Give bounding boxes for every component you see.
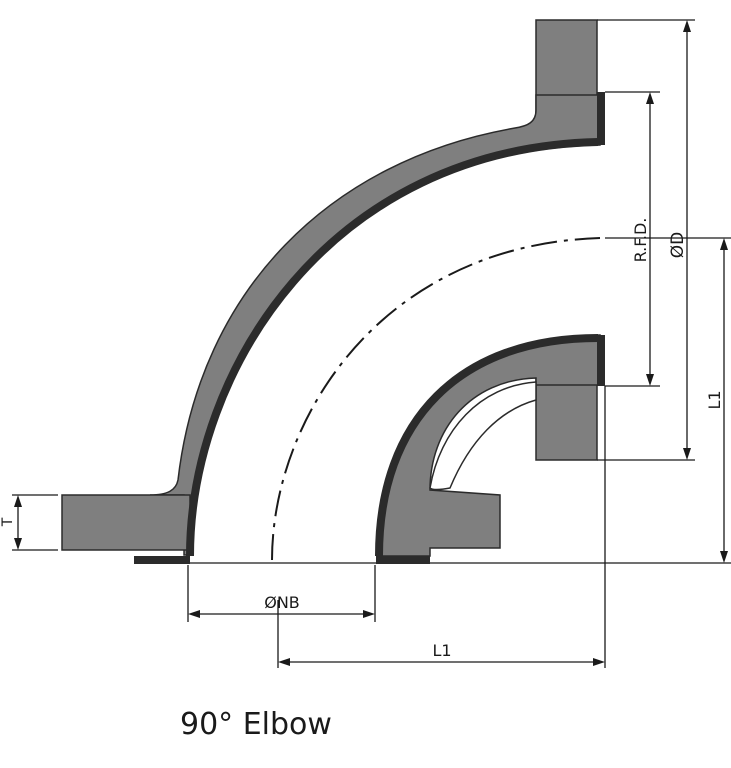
rfd-dimension: R.F.D. [605,91,660,387]
diagram-title: 90° Elbow [180,707,332,742]
l1-horizontal-label: L1 [432,641,451,660]
outer-elbow-wall [149,94,601,556]
inner-lining [375,334,599,557]
lining [134,92,605,564]
elbow-body [61,19,601,557]
flange-thickness-dimension: T [0,494,58,551]
outer-lining [186,138,599,557]
rfd-label: R.F.D. [631,218,650,263]
l1-vertical-label: L1 [705,390,724,409]
centre-line [271,237,601,561]
l1-horizontal-dimension: L1 [277,600,605,668]
inner-cutout [429,381,537,491]
left-flange [61,494,191,551]
nb-label: ØNB [264,593,300,612]
od-label: ØD [668,232,688,258]
nb-dimension: ØNB [187,565,376,622]
flange-thickness-label: T [0,517,16,527]
top-flange-inner-block [535,377,598,461]
l1-vertical-dimension: L1 [605,237,731,563]
